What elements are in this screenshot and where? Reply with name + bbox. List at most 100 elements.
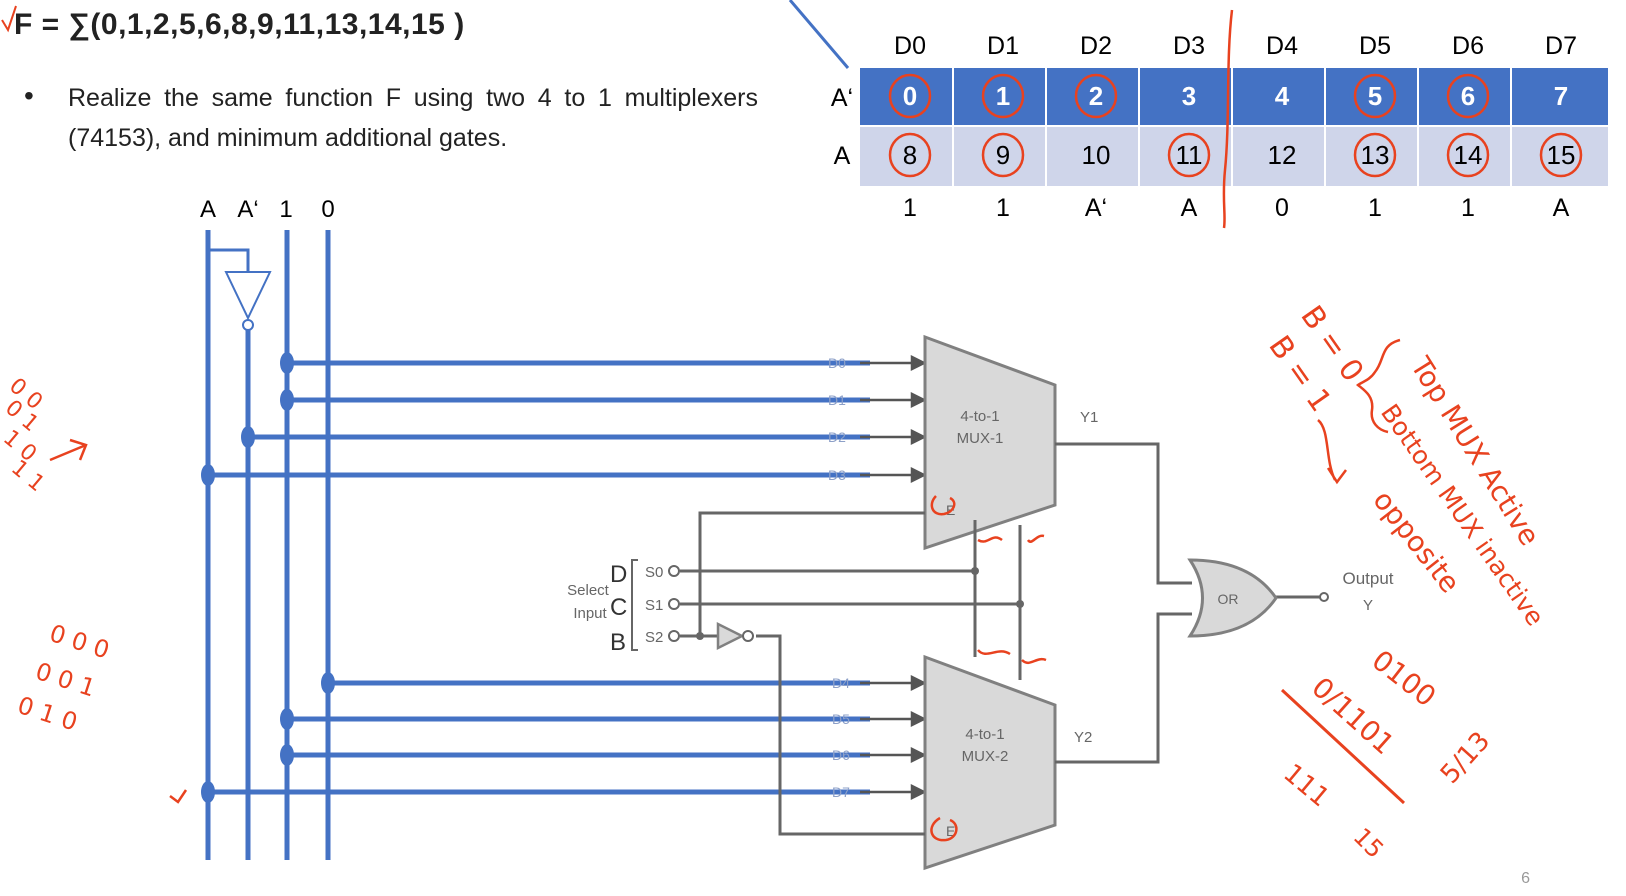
table-grid-lines bbox=[860, 68, 1608, 186]
minterm-0: 0 bbox=[903, 81, 917, 111]
inverter-bubble-icon bbox=[242, 319, 254, 331]
select-var-c: C bbox=[610, 594, 627, 621]
check-mark-icon bbox=[1, 5, 17, 33]
minterm-circle-mark bbox=[981, 132, 1025, 178]
wire-enable-2 bbox=[756, 634, 925, 836]
row-label-aprime: A‘ bbox=[831, 84, 853, 112]
junction-s1 bbox=[1016, 600, 1024, 608]
pin-label-d0: D0 bbox=[828, 355, 846, 371]
source-label-0: 0 bbox=[321, 196, 334, 223]
minterm-circle-mark bbox=[1074, 73, 1118, 119]
arrowhead-d2-icon bbox=[910, 428, 927, 446]
junction-d3 bbox=[201, 464, 215, 486]
wire-a-to-inverter bbox=[208, 248, 250, 272]
pin-label-d1: D1 bbox=[828, 392, 846, 408]
table-row-a-bg bbox=[860, 126, 1608, 186]
result-d0: 1 bbox=[903, 194, 917, 222]
pin-label-s0: S0 bbox=[645, 564, 663, 581]
enable-1-circle-mark bbox=[930, 495, 956, 516]
minterm-circle-mark bbox=[1446, 132, 1490, 178]
pin-label-d4: D4 bbox=[832, 675, 850, 691]
mux-1-title: 4-to-1 bbox=[960, 408, 999, 425]
function-title: F = ∑(0,1,2,5,6,8,9,11,13,14,15 ) bbox=[14, 8, 465, 41]
mux-2-name: MUX-2 bbox=[962, 748, 1009, 765]
bullet-dot: • bbox=[24, 80, 34, 111]
pin-label-d5: D5 bbox=[832, 711, 850, 727]
wire-y2 bbox=[1055, 612, 1192, 764]
pin-s2-icon bbox=[668, 630, 680, 642]
minterm-5: 5 bbox=[1368, 81, 1382, 111]
note-bits-1: 0100 bbox=[1366, 644, 1442, 714]
or-gate bbox=[1187, 558, 1278, 638]
inverter-icon bbox=[224, 271, 272, 321]
minterm-circle-mark bbox=[1539, 132, 1583, 178]
note-underline bbox=[1280, 688, 1406, 805]
select-var-b: B bbox=[610, 629, 626, 656]
pin-label-d2: D2 bbox=[828, 429, 846, 445]
select-label-line2: Input bbox=[573, 605, 607, 622]
output-pin-icon bbox=[1319, 592, 1329, 602]
pin-s0-icon bbox=[668, 565, 680, 577]
pin-label-s2: S2 bbox=[645, 629, 663, 646]
header-d0: D0 bbox=[894, 32, 926, 60]
output-label: Output bbox=[1342, 569, 1393, 588]
wire-y1 bbox=[1055, 442, 1192, 585]
minterm-14: 14 bbox=[1454, 140, 1483, 170]
junction-s0 bbox=[971, 567, 979, 575]
header-d6: D6 bbox=[1452, 32, 1484, 60]
source-label-a: A bbox=[200, 196, 216, 223]
source-bus: A A‘ 1 0 bbox=[200, 196, 870, 860]
arrowhead-d1-icon bbox=[910, 391, 927, 409]
source-label-aprime: A‘ bbox=[237, 196, 258, 223]
arrowhead-d7-icon bbox=[910, 783, 927, 801]
minterm-circle-mark bbox=[1353, 73, 1397, 119]
minterm-1: 1 bbox=[996, 81, 1010, 111]
result-d3: A bbox=[1181, 194, 1198, 222]
pin-s1-icon bbox=[668, 598, 680, 610]
y1-label: Y1 bbox=[1080, 409, 1098, 426]
select-vars: D C B bbox=[610, 561, 627, 656]
note-bits-3: 111 bbox=[1278, 758, 1335, 813]
note-brace bbox=[1355, 338, 1401, 434]
handwritten-notes: B = 0 B = 1 Top MUX Active Bottom MUX in… bbox=[0, 300, 1550, 864]
note-num-2: 15 bbox=[1348, 822, 1389, 863]
minterm-13: 13 bbox=[1361, 140, 1390, 170]
minterm-circle-mark bbox=[1446, 73, 1490, 119]
enable-2-circle-mark bbox=[930, 816, 958, 842]
header-d1: D1 bbox=[987, 32, 1019, 60]
minterm-4: 4 bbox=[1275, 81, 1290, 111]
y2-label: Y2 bbox=[1074, 729, 1092, 746]
result-d1: 1 bbox=[996, 194, 1010, 222]
header-d2: D2 bbox=[1080, 32, 1112, 60]
minterm-11: 11 bbox=[1176, 140, 1203, 170]
note-left-4: 1 1 bbox=[6, 455, 49, 497]
not-gate-icon bbox=[716, 621, 745, 651]
or-gate-label: OR bbox=[1218, 591, 1239, 607]
mux-2-ink-marks bbox=[977, 649, 1047, 665]
table-row-aprime-bg bbox=[860, 68, 1608, 126]
arrowhead-d4-icon bbox=[910, 674, 927, 692]
mux-pin-labels: D0 D1 D2 D3 D4 D5 D6 D7 bbox=[828, 355, 850, 800]
select-label-line1: Select bbox=[567, 582, 610, 599]
handwritten-marks bbox=[49, 338, 1406, 842]
note-left-6: 0 0 1 bbox=[32, 657, 99, 703]
output-y-label: Y bbox=[1363, 597, 1373, 614]
header-d3: D3 bbox=[1173, 32, 1205, 60]
mux-2-enable: E bbox=[946, 823, 955, 839]
table-diagonal bbox=[788, 0, 850, 69]
note-tick-icon bbox=[169, 789, 188, 804]
minterm-9: 9 bbox=[996, 140, 1010, 170]
mux-1-ink-marks bbox=[977, 534, 1045, 543]
minterm-circle-mark bbox=[981, 73, 1025, 119]
kmap-table: D0 D1 D2 D3 D4 D5 D6 D7 A‘ A 0 1 2 3 4 5… bbox=[788, 0, 1608, 229]
minterm-12: 12 bbox=[1268, 140, 1297, 170]
slide-number: 6 bbox=[1521, 870, 1530, 887]
result-d5: 1 bbox=[1368, 194, 1382, 222]
pin-label-d7: D7 bbox=[832, 784, 850, 800]
table-circles bbox=[888, 73, 1583, 178]
select-var-d: D bbox=[610, 561, 627, 588]
minterm-circle-mark bbox=[888, 73, 932, 119]
junction-d0 bbox=[280, 352, 294, 374]
junction-s2 bbox=[696, 632, 704, 640]
